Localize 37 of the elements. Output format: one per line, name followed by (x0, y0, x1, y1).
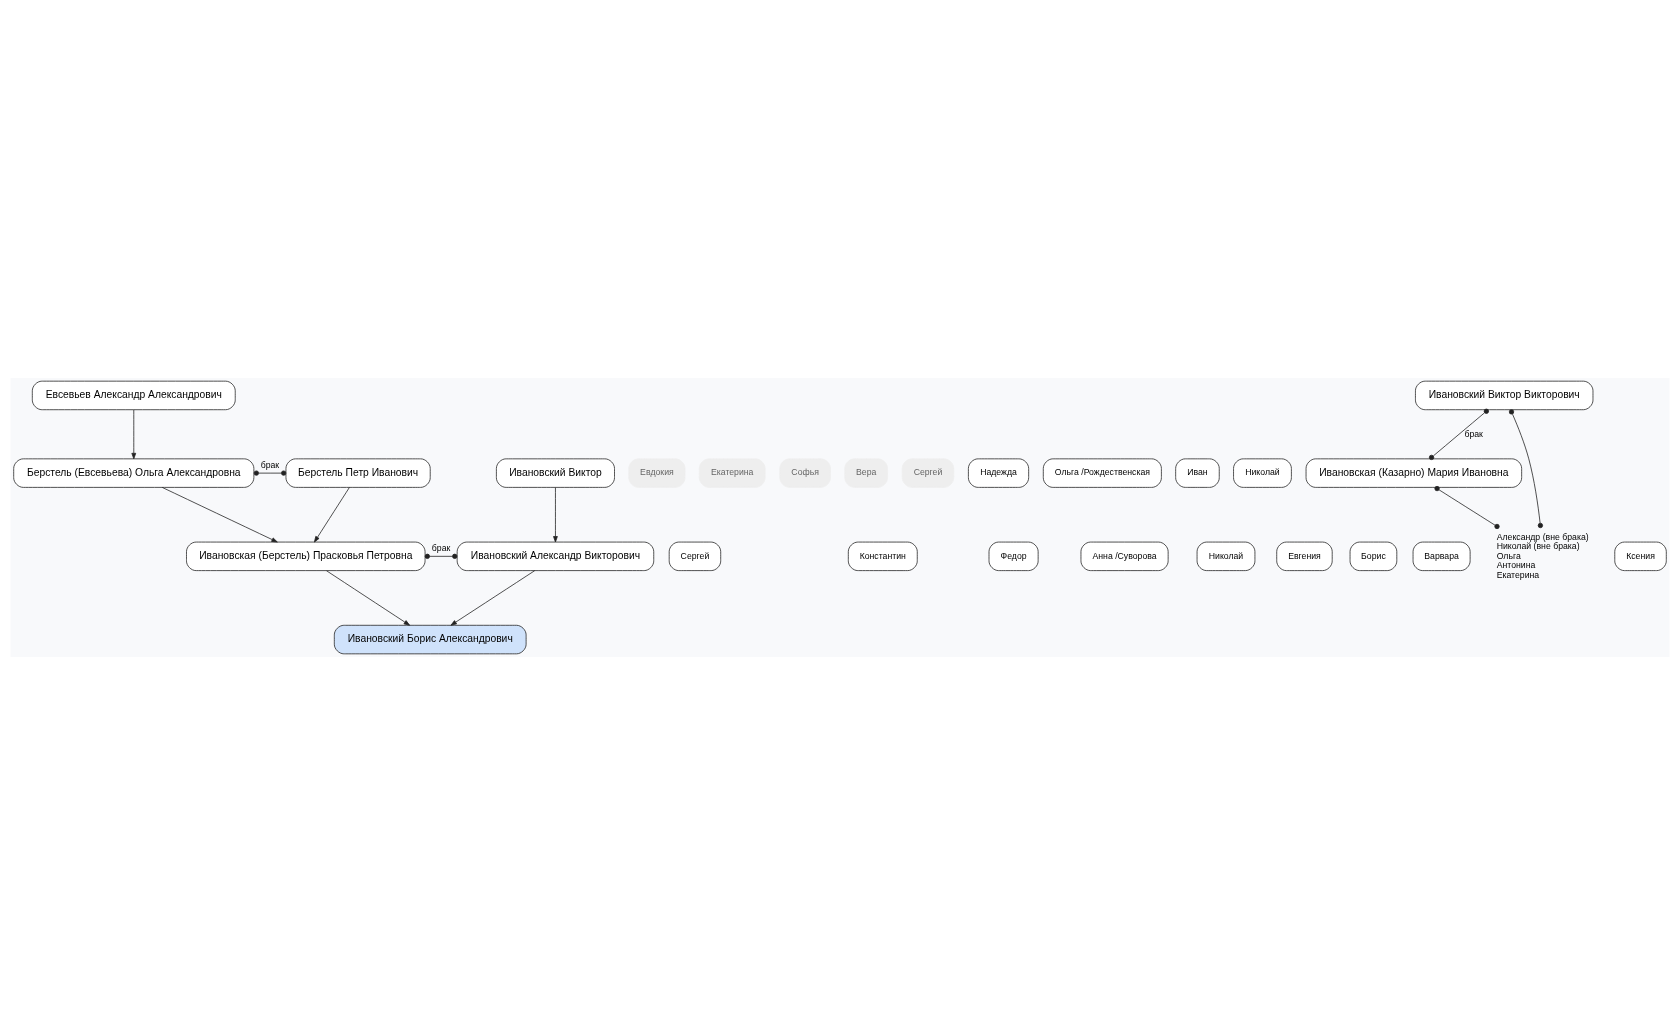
arrow (131, 409, 137, 460)
node-box: Берстель (Евсевьева) Ольга Александровна (13, 458, 255, 488)
node-box: Берстель Петр Иванович (285, 458, 431, 488)
node-box: Варвара (1412, 541, 1471, 571)
node-box: Евсевьев Александр Александрович (31, 380, 236, 411)
arrow (553, 487, 558, 543)
node-text: Александр (вне брака) Николай (вне брака) Ольга Антонина Екатерина (1496, 531, 1589, 580)
arrow (161, 487, 278, 543)
edge-label: брак (1464, 428, 1483, 439)
node-box: Константин (847, 541, 918, 571)
node-box: Ивановский Борис Александрович (333, 624, 527, 655)
node-box: Ивановский Виктор (496, 458, 615, 488)
node-box: Ольга /Рождественская (1042, 458, 1162, 488)
arrow (450, 570, 536, 626)
node-box: Надежда (968, 458, 1030, 488)
node-box: Иван (1175, 458, 1220, 488)
node-box: Николай (1233, 458, 1292, 488)
connector (1508, 409, 1543, 529)
node-box: Евгения (1276, 541, 1333, 571)
node-box: Сергей (668, 541, 722, 571)
node-box: Борис (1349, 541, 1398, 571)
node-box: Ксения (1614, 541, 1667, 571)
node-box: Ивановская (Казарно) Мария Ивановна (1305, 458, 1523, 488)
arrow (325, 570, 411, 626)
node-box: Анна /Суворова (1080, 541, 1169, 571)
node-box: Федор (988, 541, 1039, 571)
connector (424, 553, 458, 559)
connector (1434, 485, 1500, 530)
node-box: Ивановская (Берстель) Прасковья Петровна (186, 541, 426, 571)
edge-label: брак (431, 543, 451, 554)
connector (253, 470, 287, 476)
edge-label: брак (260, 460, 280, 471)
node-box: Ивановский Виктор Викторович (1415, 380, 1594, 411)
node-box: Николай (1196, 541, 1256, 571)
node-box: Ивановский Александр Викторович (456, 541, 655, 571)
arrow (314, 487, 350, 543)
connector (1428, 408, 1489, 460)
